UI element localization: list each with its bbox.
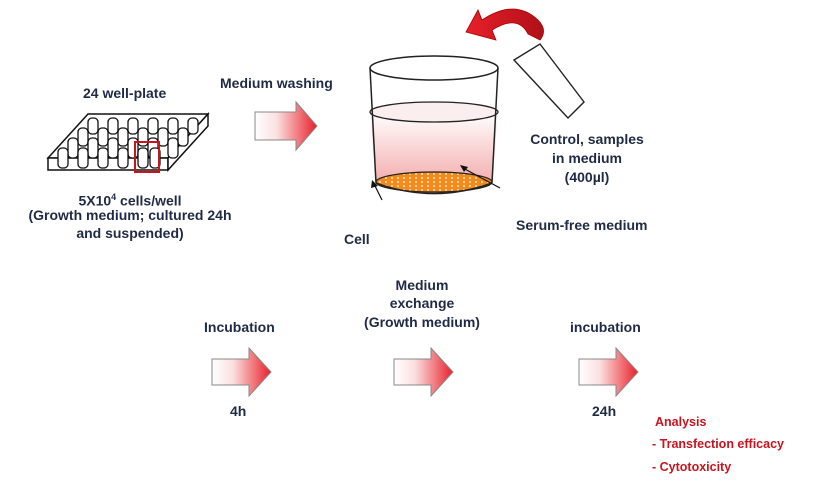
arrow-icon	[211, 346, 272, 398]
plate-title: 24 well-plate	[83, 85, 167, 101]
medium-exchange-line1: Medium	[395, 277, 449, 293]
curved-arrow-icon	[465, 8, 544, 41]
medium-washing-label: Medium washing	[220, 75, 333, 91]
medium-pointer-line	[462, 167, 501, 189]
plate-note-line2: and suspended)	[76, 225, 184, 241]
plate-note-line1: (Growth medium; cultured 24h	[28, 207, 232, 223]
culture-dish-icon	[369, 55, 499, 195]
analysis-item-cytotoxicity: - Cytotoxicity	[652, 460, 732, 474]
incubation-label: Incubation	[204, 319, 275, 335]
well-plate-icon	[46, 112, 210, 173]
sample-label-line1: Control, samples	[530, 131, 644, 147]
incubation-2-time-label: 24h	[592, 403, 617, 419]
sample-tube-icon	[512, 43, 585, 120]
analysis-item-transfection: - Transfection efficacy	[652, 437, 784, 451]
sample-volume-label: (400µl)	[564, 169, 610, 185]
arrow-icon	[254, 100, 318, 152]
arrow-icon	[393, 346, 454, 398]
cell-density-label: 5X104 cells/well	[78, 192, 182, 209]
highlighted-well-marker	[134, 141, 160, 173]
medium-exchange-line2: exchange	[389, 295, 455, 311]
medium-exchange-line3: (Growth medium)	[364, 314, 480, 330]
analysis-title: Analysis	[655, 415, 707, 429]
cell-label: Cell	[344, 231, 370, 247]
incubation-time-label: 4h	[230, 403, 247, 419]
incubation-2-label: incubation	[570, 319, 641, 335]
serum-free-medium-label: Serum-free medium	[516, 217, 648, 233]
arrow-icon	[578, 346, 639, 398]
sample-label-line2: in medium	[551, 150, 622, 166]
